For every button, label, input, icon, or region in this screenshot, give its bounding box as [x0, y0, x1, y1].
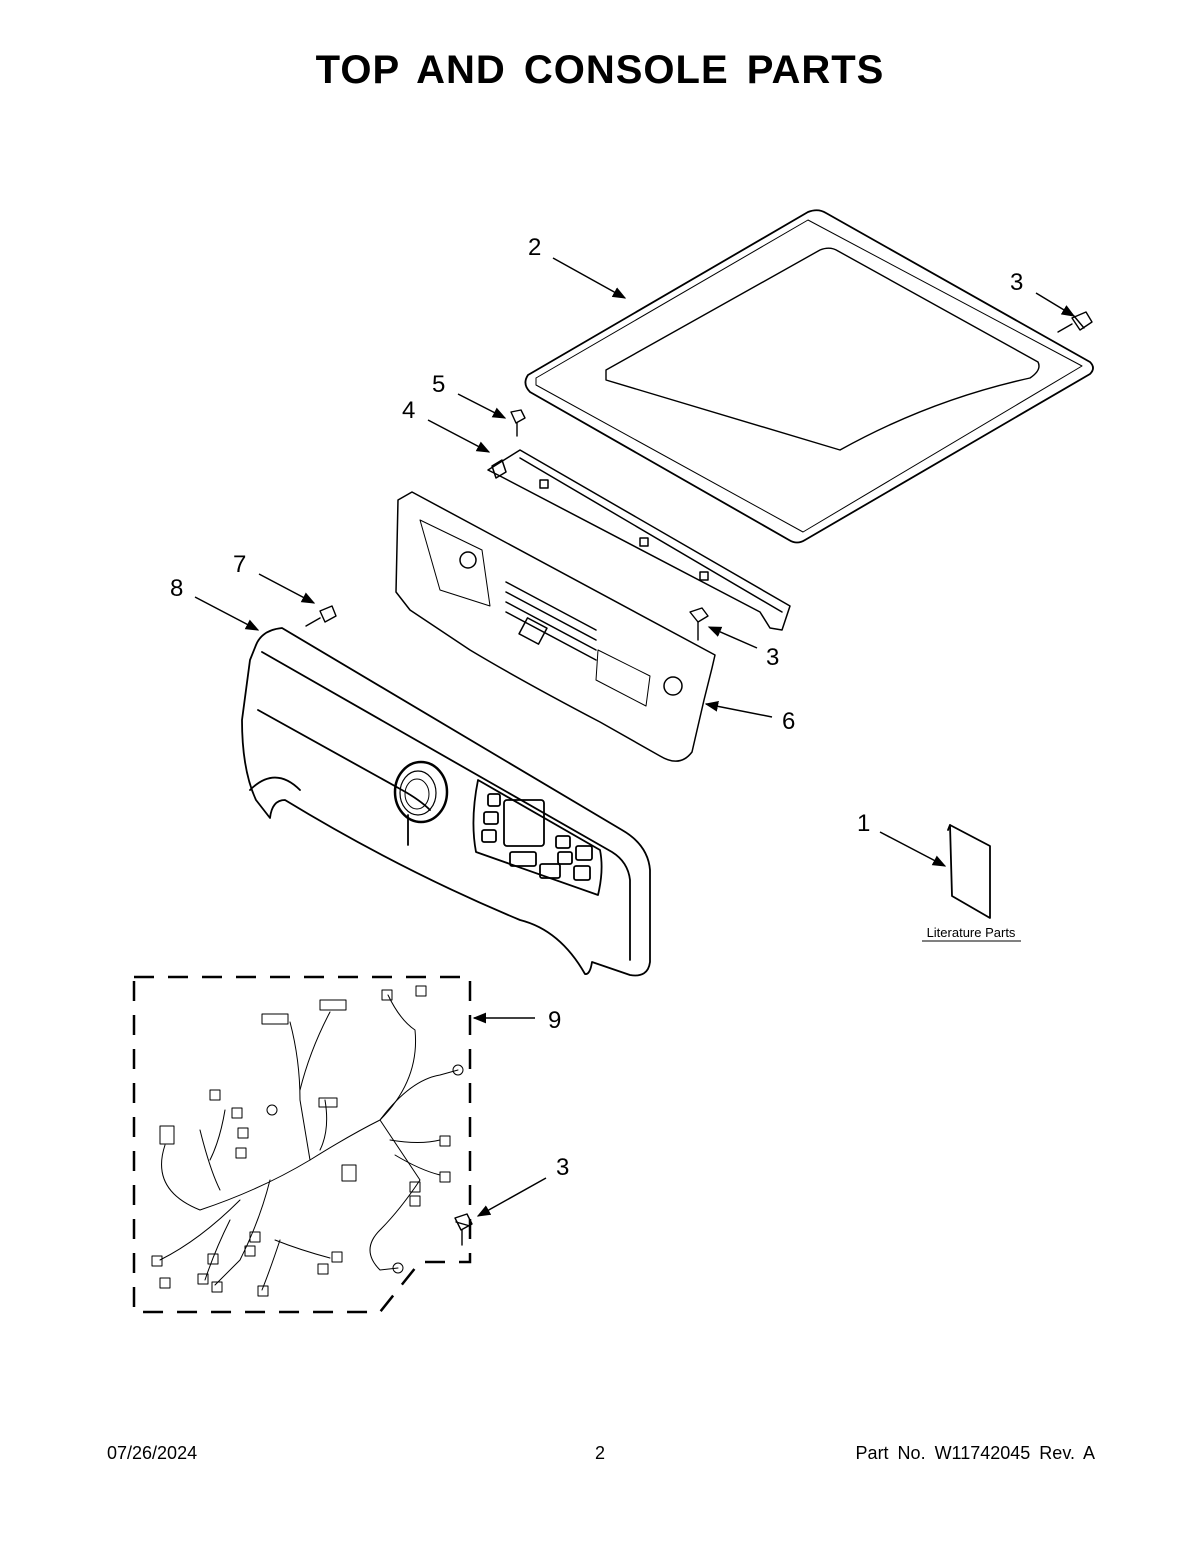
callout-4: 4 [402, 397, 415, 424]
callout-3-top: 3 [1010, 269, 1023, 296]
callout-7: 7 [233, 551, 246, 578]
literature-part [947, 824, 991, 919]
arrow-7 [258, 573, 316, 604]
callout-3-middle: 3 [766, 644, 779, 671]
screw-part-7 [305, 605, 337, 627]
top-panel-part [524, 209, 1094, 544]
arrow-1 [879, 831, 947, 867]
callout-5: 5 [432, 371, 445, 398]
console-frame-part [395, 491, 716, 762]
wire-harness-part [151, 985, 464, 1297]
screw-part-bottom [454, 1213, 473, 1246]
console-panel-part [241, 627, 651, 977]
callout-2: 2 [528, 234, 541, 261]
console-bracket-part [487, 449, 791, 631]
console-frame-vents [505, 581, 597, 661]
screw-part-top-right [1057, 311, 1093, 333]
callout-9: 9 [548, 1007, 561, 1034]
arrow-5 [457, 393, 507, 419]
callout-6: 6 [782, 708, 795, 735]
footer-date: 07/26/2024 [107, 1443, 198, 1463]
arrow-4 [427, 419, 491, 453]
arrow-3-middle [707, 626, 758, 649]
callout-1: 1 [857, 810, 870, 837]
wire-harness-boundary [132, 975, 472, 1314]
arrow-8 [194, 596, 260, 631]
console-display-panel [472, 779, 603, 896]
arrow-2 [552, 257, 627, 299]
console-control-knob [393, 760, 449, 824]
screw-part-middle [689, 607, 709, 641]
footer-part-number: Part No. W11742045 Rev. A [855, 1443, 1095, 1463]
page-title: TOP AND CONSOLE PARTS [315, 48, 885, 92]
callout-arrows [194, 257, 1076, 1217]
arrow-3-top [1035, 292, 1076, 317]
footer-page-number: 2 [594, 1443, 605, 1463]
callout-3-bottom: 3 [556, 1154, 569, 1181]
screw-part-5 [510, 409, 526, 437]
arrow-3-bottom [476, 1177, 547, 1217]
literature-parts-label: Literature Parts [927, 925, 1016, 940]
callout-8: 8 [170, 575, 183, 602]
arrow-6 [704, 701, 773, 718]
